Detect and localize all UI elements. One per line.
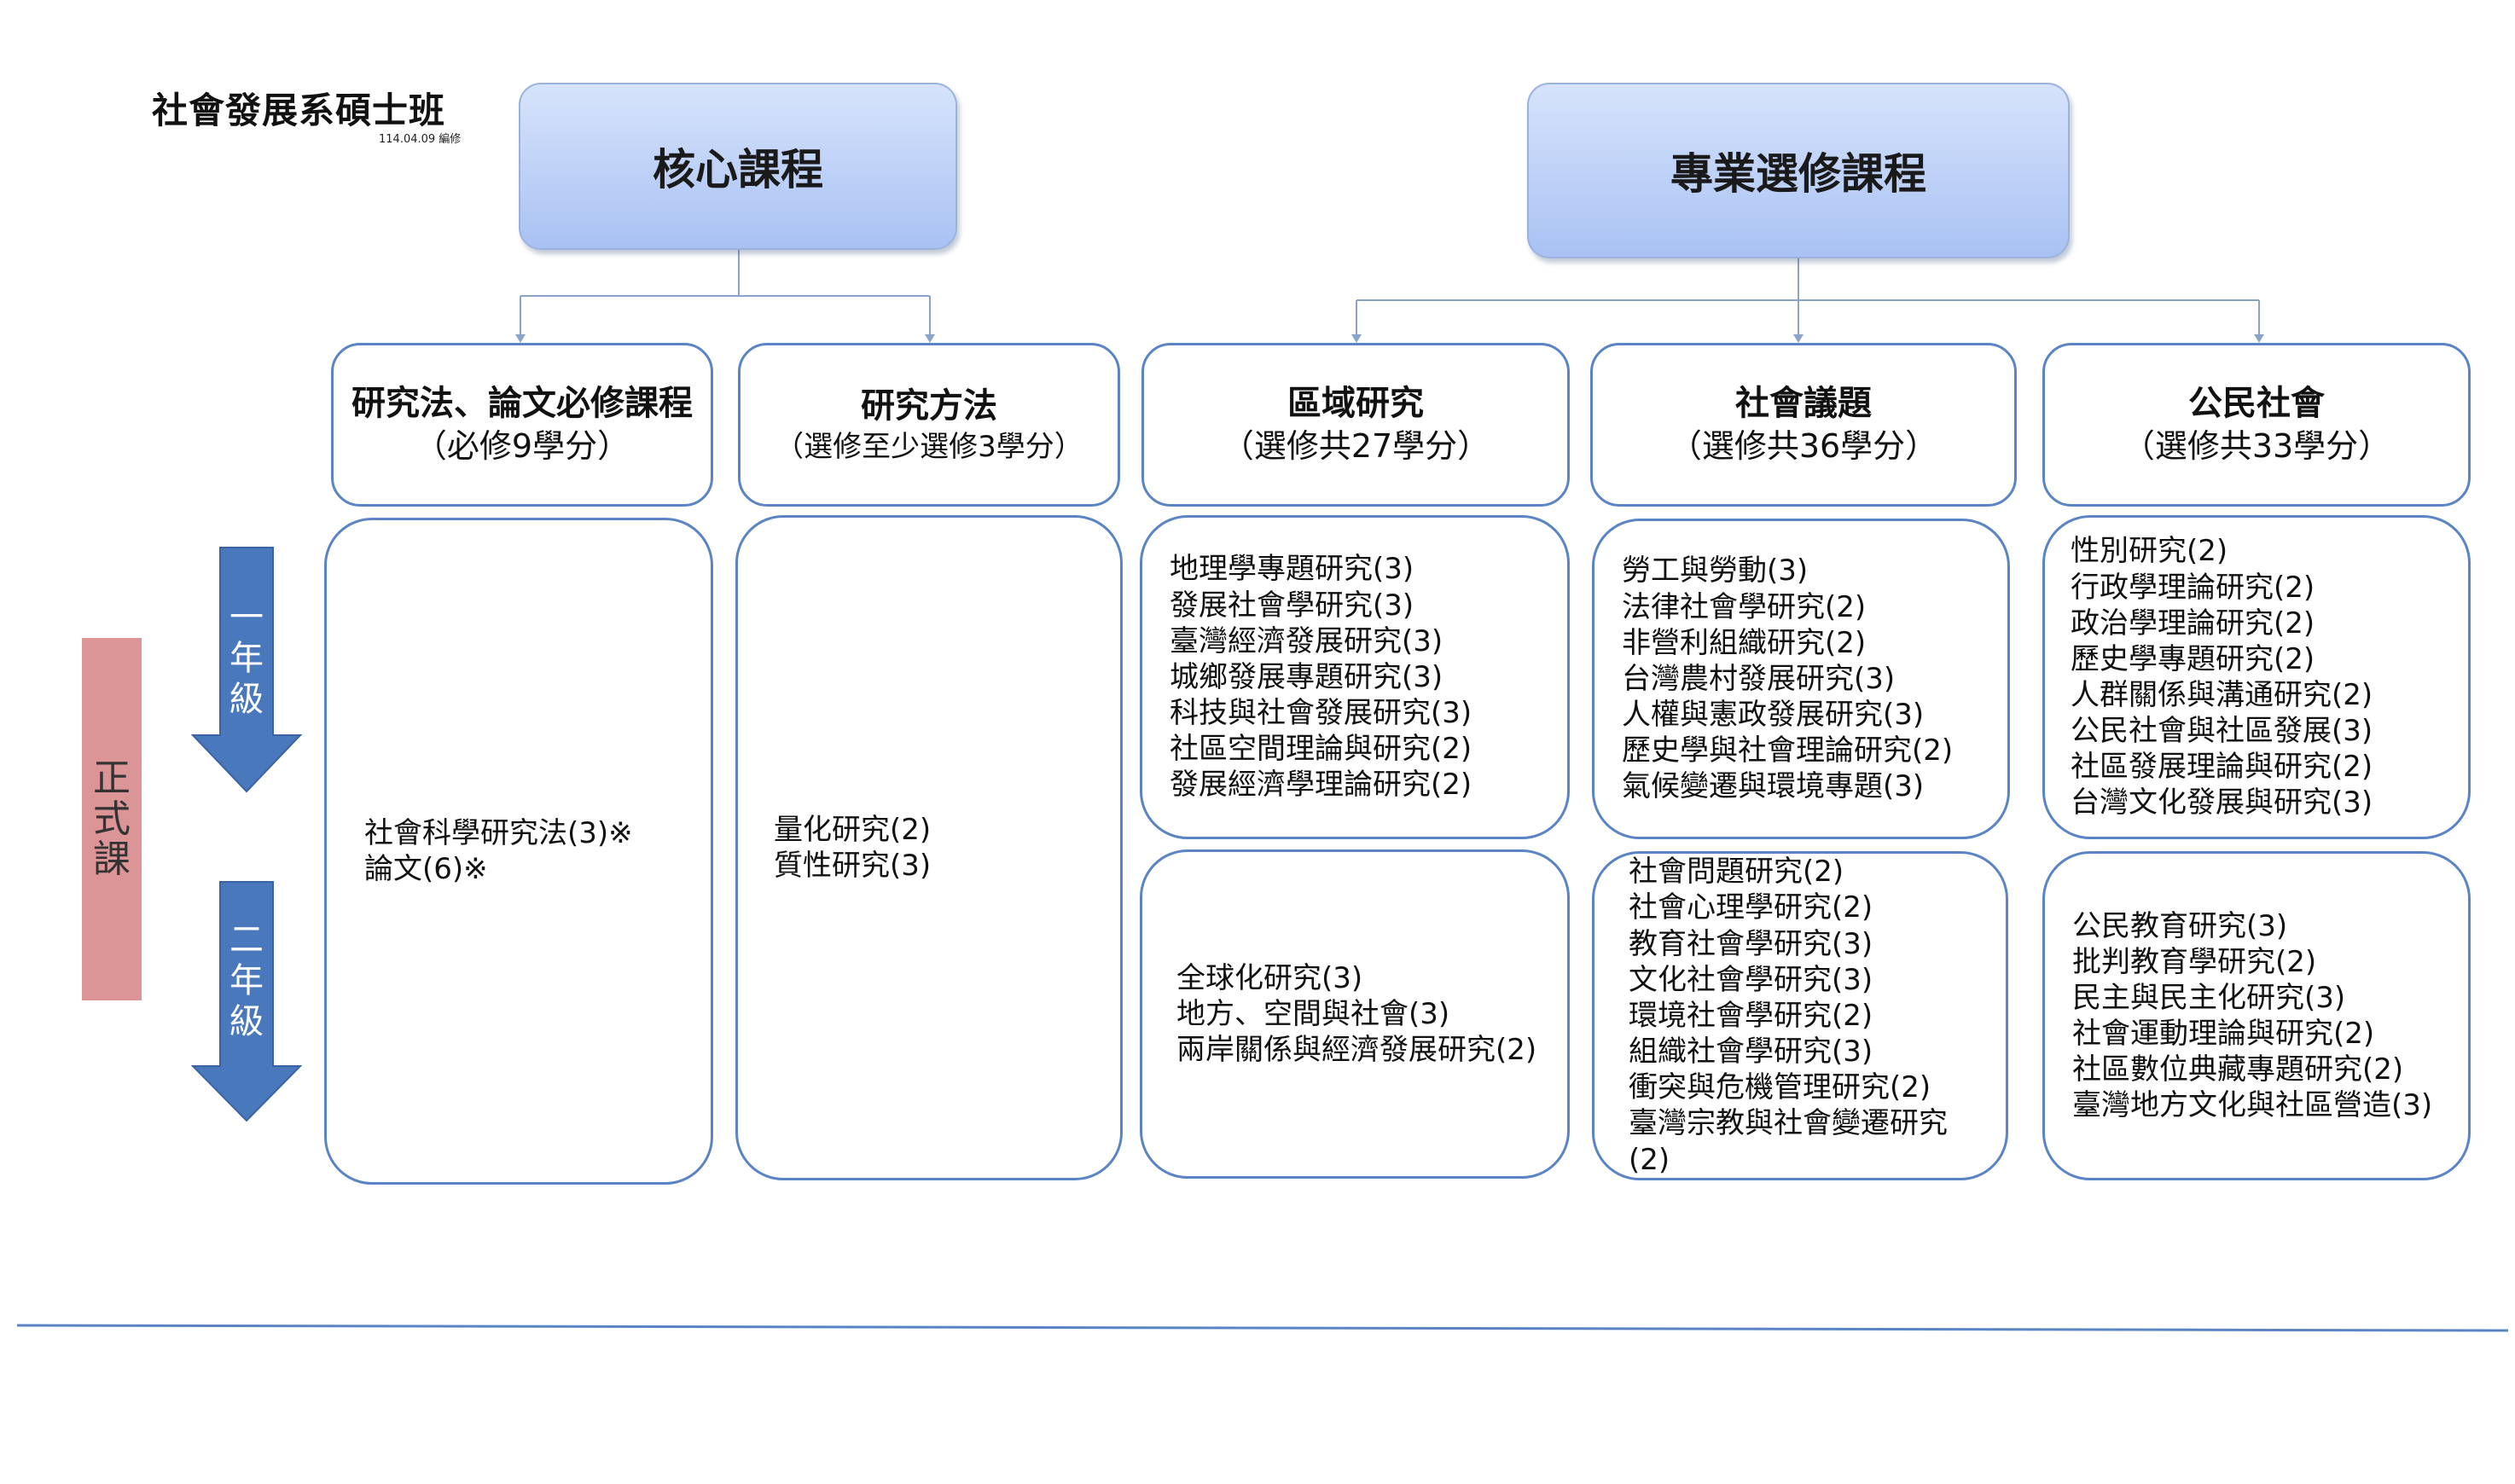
category-methods: 研究方法 （選修至少選修3學分） <box>738 343 1120 507</box>
course-item: 臺灣宗教與社會變遷研究(2) <box>1629 1106 1948 1177</box>
course-item: 量化研究(2) <box>774 812 932 847</box>
required-courses-box: 社會科學研究法(3)※論文(6)※ <box>324 518 713 1185</box>
course-item: 地方、空間與社會(3) <box>1176 996 1450 1031</box>
course-item: 歷史學專題研究(2) <box>2071 641 2315 676</box>
category-title: 區域研究 <box>1287 384 1424 424</box>
course-item: 社會心理學研究(2) <box>1629 890 1873 925</box>
category-civil-society: 公民社會 （選修共33學分） <box>2042 343 2471 507</box>
course-item: 社會科學研究法(3)※ <box>364 815 633 850</box>
course-item: 氣候變遷與環境專題(3) <box>1622 769 1925 804</box>
course-item: 社區發展理論與研究(2) <box>2071 750 2373 785</box>
course-item: 兩岸關係與經濟發展研究(2) <box>1176 1033 1537 1068</box>
course-item: 行政學理論研究(2) <box>2071 570 2315 605</box>
course-item: 非營利組織研究(2) <box>1622 625 1867 660</box>
course-item: 政治學理論研究(2) <box>2071 606 2315 641</box>
category-credits: （選修共33學分） <box>2122 427 2391 466</box>
civil-year2-box: 公民教育研究(3)批判教育學研究(2)民主與民主化研究(3)社會運動理論與研究(… <box>2042 851 2471 1180</box>
course-item: 發展社會學研究(3) <box>1170 588 1414 623</box>
course-item: 全球化研究(3) <box>1176 960 1363 995</box>
course-item: 民主與民主化研究(3) <box>2072 980 2346 1015</box>
course-item: 組織社會學研究(3) <box>1629 1035 1873 1070</box>
year1-label: 一年級 <box>229 598 264 719</box>
course-item: 公民教育研究(3) <box>2072 908 2288 943</box>
course-item: 城鄉發展專題研究(3) <box>1170 659 1443 694</box>
course-item: 公民社會與社區發展(3) <box>2071 714 2373 749</box>
edit-date: 114.04.09 編修 <box>379 133 462 146</box>
year2-arrow <box>191 881 302 1122</box>
course-item: 發展經濟學理論研究(2) <box>1170 768 1472 803</box>
course-item: 人群關係與溝通研究(2) <box>2071 678 2373 712</box>
year2-label: 二年級 <box>229 920 264 1041</box>
course-item: 法律社會學研究(2) <box>1622 589 1867 624</box>
course-item: 質性研究(3) <box>774 849 932 883</box>
bottom-divider <box>16 1324 2509 1332</box>
social-year1-box: 勞工與勞動(3)法律社會學研究(2)非營利組織研究(2)台灣農村發展研究(3)人… <box>1592 519 2010 839</box>
category-credits: （選修共36學分） <box>1669 427 1938 466</box>
course-item: 衝突與危機管理研究(2) <box>1629 1070 1931 1105</box>
course-item: 社區數位典藏專題研究(2) <box>2072 1052 2404 1087</box>
course-item: 社區空間理論與研究(2) <box>1170 732 1472 767</box>
course-item: 社會運動理論與研究(2) <box>2072 1017 2375 1051</box>
regional-year2-box: 全球化研究(3)地方、空間與社會(3)兩岸關係與經濟發展研究(2) <box>1140 849 1570 1179</box>
course-item: 台灣農村發展研究(3) <box>1622 661 1896 696</box>
category-title: 社會議題 <box>1735 384 1872 424</box>
category-credits: （選修共27學分） <box>1221 427 1490 466</box>
course-item: 性別研究(2) <box>2071 534 2228 569</box>
category-required: 研究法、論文必修課程 （必修9學分） <box>331 343 713 507</box>
course-item: 批判教育學研究(2) <box>2072 944 2317 979</box>
course-item: 臺灣地方文化與社區營造(3) <box>2072 1088 2433 1123</box>
course-item: 社會問題研究(2) <box>1629 855 1844 890</box>
elective-courses-box: 專業選修課程 <box>1527 83 2070 258</box>
core-courses-box: 核心課程 <box>519 83 957 250</box>
category-social-issues: 社會議題 （選修共36學分） <box>1590 343 2017 507</box>
category-title: 公民社會 <box>2188 384 2325 424</box>
social-year2-box: 社會問題研究(2)社會心理學研究(2)教育社會學研究(3)文化社會學研究(3)環… <box>1592 851 2008 1180</box>
course-item: 台灣文化發展與研究(3) <box>2071 785 2373 820</box>
course-item: 臺灣經濟發展研究(3) <box>1170 623 1443 658</box>
course-item: 教育社會學研究(3) <box>1629 926 1873 961</box>
course-item: 勞工與勞動(3) <box>1622 554 1809 588</box>
category-regional: 區域研究 （選修共27學分） <box>1141 343 1570 507</box>
methods-courses-box: 量化研究(2)質性研究(3) <box>735 515 1123 1180</box>
regional-year1-box: 地理學專題研究(3)發展社會學研究(3)臺灣經濟發展研究(3)城鄉發展專題研究(… <box>1140 515 1570 839</box>
course-item: 科技與社會發展研究(3) <box>1170 696 1472 731</box>
course-item: 論文(6)※ <box>364 852 488 886</box>
category-title: 研究法、論文必修課程 <box>351 384 693 424</box>
course-item: 歷史學與社會理論研究(2) <box>1622 733 1954 768</box>
civil-year1-box: 性別研究(2)行政學理論研究(2)政治學理論研究(2)歷史學專題研究(2)人群關… <box>2042 515 2471 839</box>
formal-course-label: 正式課 <box>82 638 142 1000</box>
year1-arrow <box>191 547 302 793</box>
course-item: 文化社會學研究(3) <box>1629 962 1873 997</box>
category-title: 研究方法 <box>861 385 997 426</box>
category-credits: （選修至少選修3學分） <box>775 429 1083 464</box>
course-item: 人權與憲政發展研究(3) <box>1622 698 1925 733</box>
department-title: 社會發展系碩士班 <box>152 90 446 131</box>
category-credits: （必修9學分） <box>414 427 630 466</box>
course-item: 環境社會學研究(2) <box>1629 998 1873 1033</box>
course-item: 地理學專題研究(3) <box>1170 552 1414 587</box>
